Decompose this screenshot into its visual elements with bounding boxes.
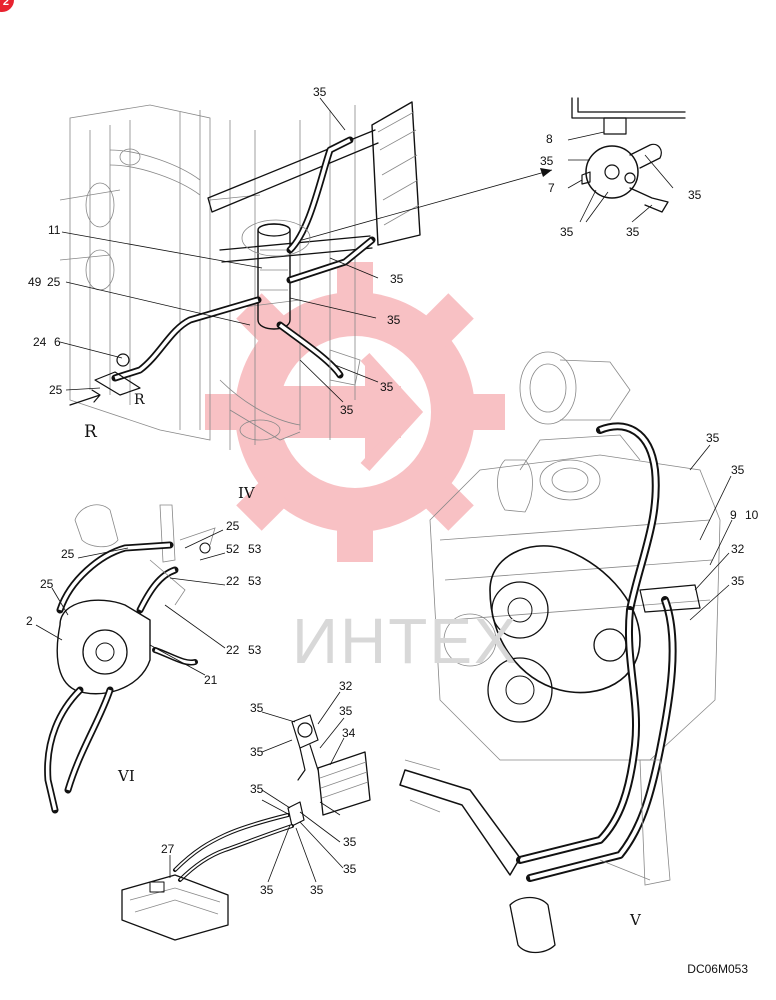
callout-27: 27	[161, 842, 175, 856]
callout-35-e: 35	[688, 188, 702, 202]
callout-35-i: 35	[340, 403, 354, 417]
callout-35-l: 35	[731, 574, 745, 588]
view-v-engine	[399, 351, 721, 954]
callout-53-c: 53	[248, 643, 262, 657]
callout-2: 2	[26, 614, 33, 628]
callout-25-b: 25	[49, 383, 63, 397]
callout-25-e: 25	[40, 577, 54, 591]
bottom-center-assembly	[121, 714, 371, 941]
callout-25-a: 25	[47, 275, 61, 289]
callout-8: 8	[546, 132, 553, 146]
callout-32-b: 32	[339, 679, 353, 693]
callout-34: 34	[342, 726, 356, 740]
callout-35-o: 35	[250, 745, 264, 759]
callout-35-p: 35	[250, 782, 264, 796]
callout-35-s: 35	[260, 883, 274, 897]
drawing-code: DC06M053	[687, 962, 748, 976]
callout-49: 49	[28, 275, 42, 289]
callout-53-b: 53	[248, 574, 262, 588]
callout-32-a: 32	[731, 542, 745, 556]
callout-35-a: 35	[313, 85, 327, 99]
callout-35-k: 35	[731, 463, 745, 477]
callout-21: 21	[204, 673, 218, 687]
callout-22-b: 22	[226, 643, 240, 657]
view-label-r-small: R	[134, 392, 145, 408]
callout-9: 9	[730, 508, 737, 522]
callout-35-h: 35	[380, 380, 394, 394]
callout-25-d: 25	[61, 547, 75, 561]
callout-35-t: 35	[310, 883, 324, 897]
callout-35-g: 35	[387, 313, 401, 327]
callout-35-f: 35	[390, 272, 404, 286]
callout-35-m: 35	[250, 701, 264, 715]
callout-22-a: 22	[226, 574, 240, 588]
view-vi-assembly	[44, 504, 216, 814]
callout-7: 7	[548, 181, 555, 195]
callout-labels: 35 8 35 7 35 35 35 11 35 49 25 35 24 6 3…	[26, 85, 759, 897]
callout-53-a: 53	[248, 542, 262, 556]
callout-11: 11	[48, 223, 61, 237]
callout-35-r: 35	[343, 862, 357, 876]
callout-6: 6	[54, 335, 61, 349]
callout-35-b: 35	[540, 154, 554, 168]
callout-25-c: 25	[226, 519, 240, 533]
view-label-r-big: R	[84, 422, 98, 442]
callout-35-n: 35	[339, 704, 353, 718]
callout-10: 10	[745, 508, 759, 522]
view-label-iv: IV	[238, 484, 256, 502]
callout-35-c: 35	[560, 225, 574, 239]
view-iv-assembly	[59, 101, 421, 450]
callout-35-d: 35	[626, 225, 640, 239]
expansion-valve-detail	[241, 97, 686, 257]
view-label-vi: VI	[117, 767, 135, 785]
view-labels: IV V VI R R	[84, 392, 642, 929]
callout-35-j: 35	[706, 431, 720, 445]
callout-24: 24	[33, 335, 47, 349]
leader-lines	[35, 97, 733, 883]
callout-35-q: 35	[343, 835, 357, 849]
view-label-v: V	[629, 911, 642, 929]
callout-52: 52	[226, 542, 240, 556]
watermark-text: ИНТЕХ	[292, 605, 519, 677]
